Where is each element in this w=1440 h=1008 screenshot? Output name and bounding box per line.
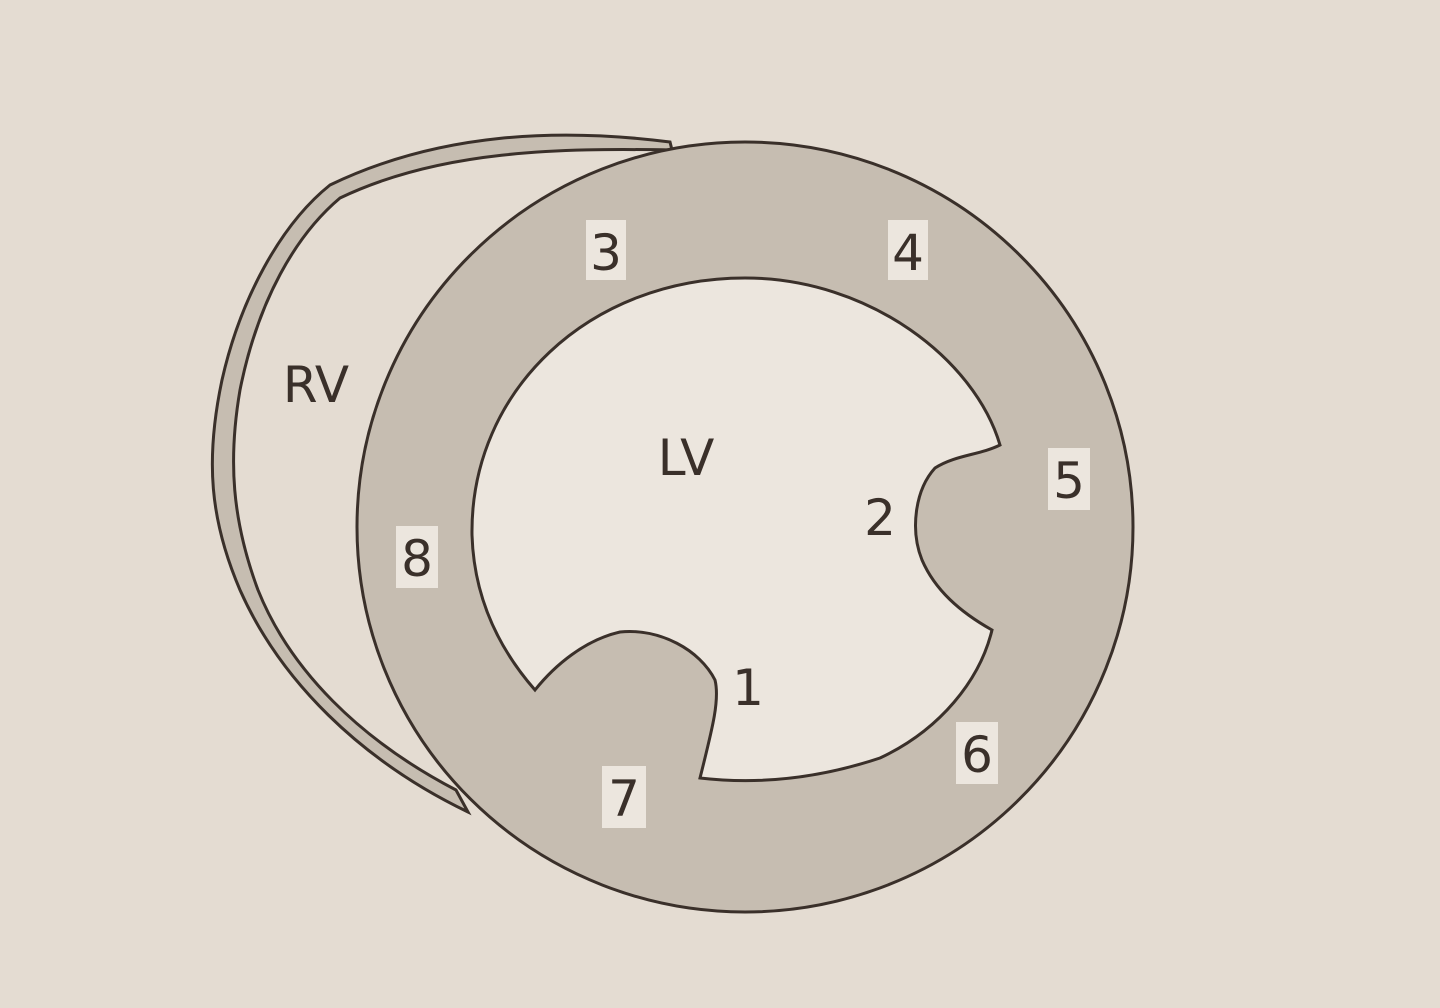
segment-7-box [602, 766, 646, 828]
lv-cavity [470, 276, 1002, 783]
segment-6-label: 6 [961, 726, 993, 784]
rv-label: RV [283, 356, 349, 414]
segment-8-box [396, 526, 438, 588]
segment-3-label: 3 [590, 224, 622, 282]
segment-6-box [956, 722, 998, 784]
segment-3-box [586, 220, 626, 280]
lv-label: LV [658, 429, 715, 487]
segment-4-box [888, 220, 928, 280]
segment-5-label: 5 [1053, 452, 1085, 510]
segment-4-label: 4 [892, 224, 924, 282]
segment-1-label: 1 [732, 659, 764, 717]
segment-2-label: 2 [864, 489, 896, 547]
segment-8-label: 8 [401, 530, 433, 588]
segment-5-box [1048, 448, 1090, 510]
segment-7-label: 7 [608, 770, 640, 828]
rv-free-wall [210, 133, 674, 816]
